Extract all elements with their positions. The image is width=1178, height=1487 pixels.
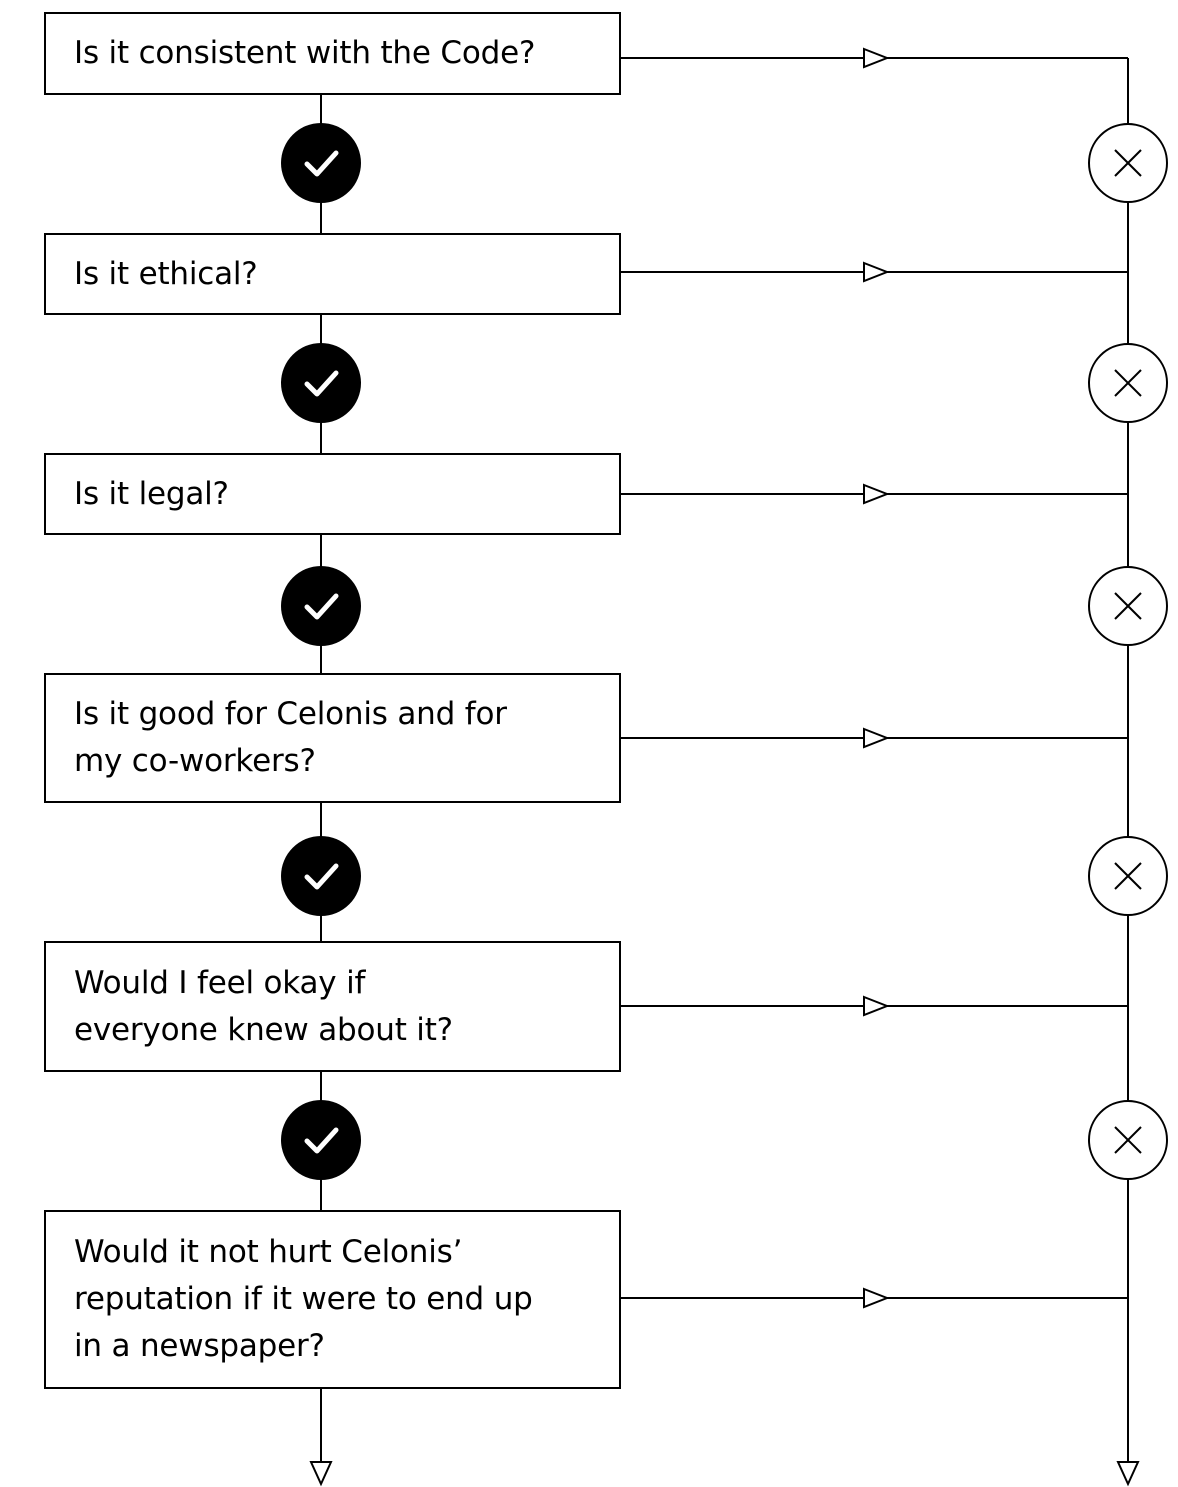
check-icon	[281, 836, 361, 916]
check-icon	[281, 1100, 361, 1180]
question-text: Is it ethical?	[74, 255, 258, 292]
question-box-2: Is it ethical?	[44, 233, 621, 315]
question-box-6: Would it not hurt Celonis’ reputation if…	[44, 1210, 621, 1389]
x-stroke	[1114, 369, 1142, 397]
x-stroke	[1114, 1126, 1142, 1154]
question-box-1: Is it consistent with the Code?	[44, 12, 621, 95]
check-mark	[304, 593, 339, 620]
question-text: Would I feel okay if everyone knew about…	[74, 964, 453, 1048]
x-stroke	[1114, 862, 1142, 890]
no-exit-arrow-icon	[1116, 1461, 1140, 1487]
question-box-3: Is it legal?	[44, 453, 621, 535]
triangle-arrow-icon	[863, 483, 890, 505]
triangle-arrow-icon	[863, 1287, 890, 1309]
check-icon	[281, 566, 361, 646]
yes-exit-arrow-icon	[309, 1461, 333, 1487]
question-box-5: Would I feel okay if everyone knew about…	[44, 941, 621, 1072]
check-mark	[304, 1127, 339, 1154]
triangle-arrow-icon	[863, 261, 890, 283]
check-mark	[304, 150, 339, 177]
check-icon	[281, 343, 361, 423]
question-text: Would it not hurt Celonis’ reputation if…	[74, 1234, 533, 1364]
x-stroke	[1114, 592, 1142, 620]
triangle-arrow-icon	[863, 47, 890, 69]
triangle-arrow-icon	[863, 995, 890, 1017]
x-stroke	[1114, 149, 1142, 177]
question-text: Is it legal?	[74, 475, 229, 512]
question-box-4: Is it good for Celonis and for my co-wor…	[44, 673, 621, 803]
check-icon	[281, 123, 361, 203]
check-mark	[304, 370, 339, 397]
triangle-arrow-icon	[863, 727, 890, 749]
check-mark	[304, 863, 339, 890]
question-text: Is it good for Celonis and for my co-wor…	[74, 696, 507, 779]
question-text: Is it consistent with the Code?	[74, 35, 536, 71]
